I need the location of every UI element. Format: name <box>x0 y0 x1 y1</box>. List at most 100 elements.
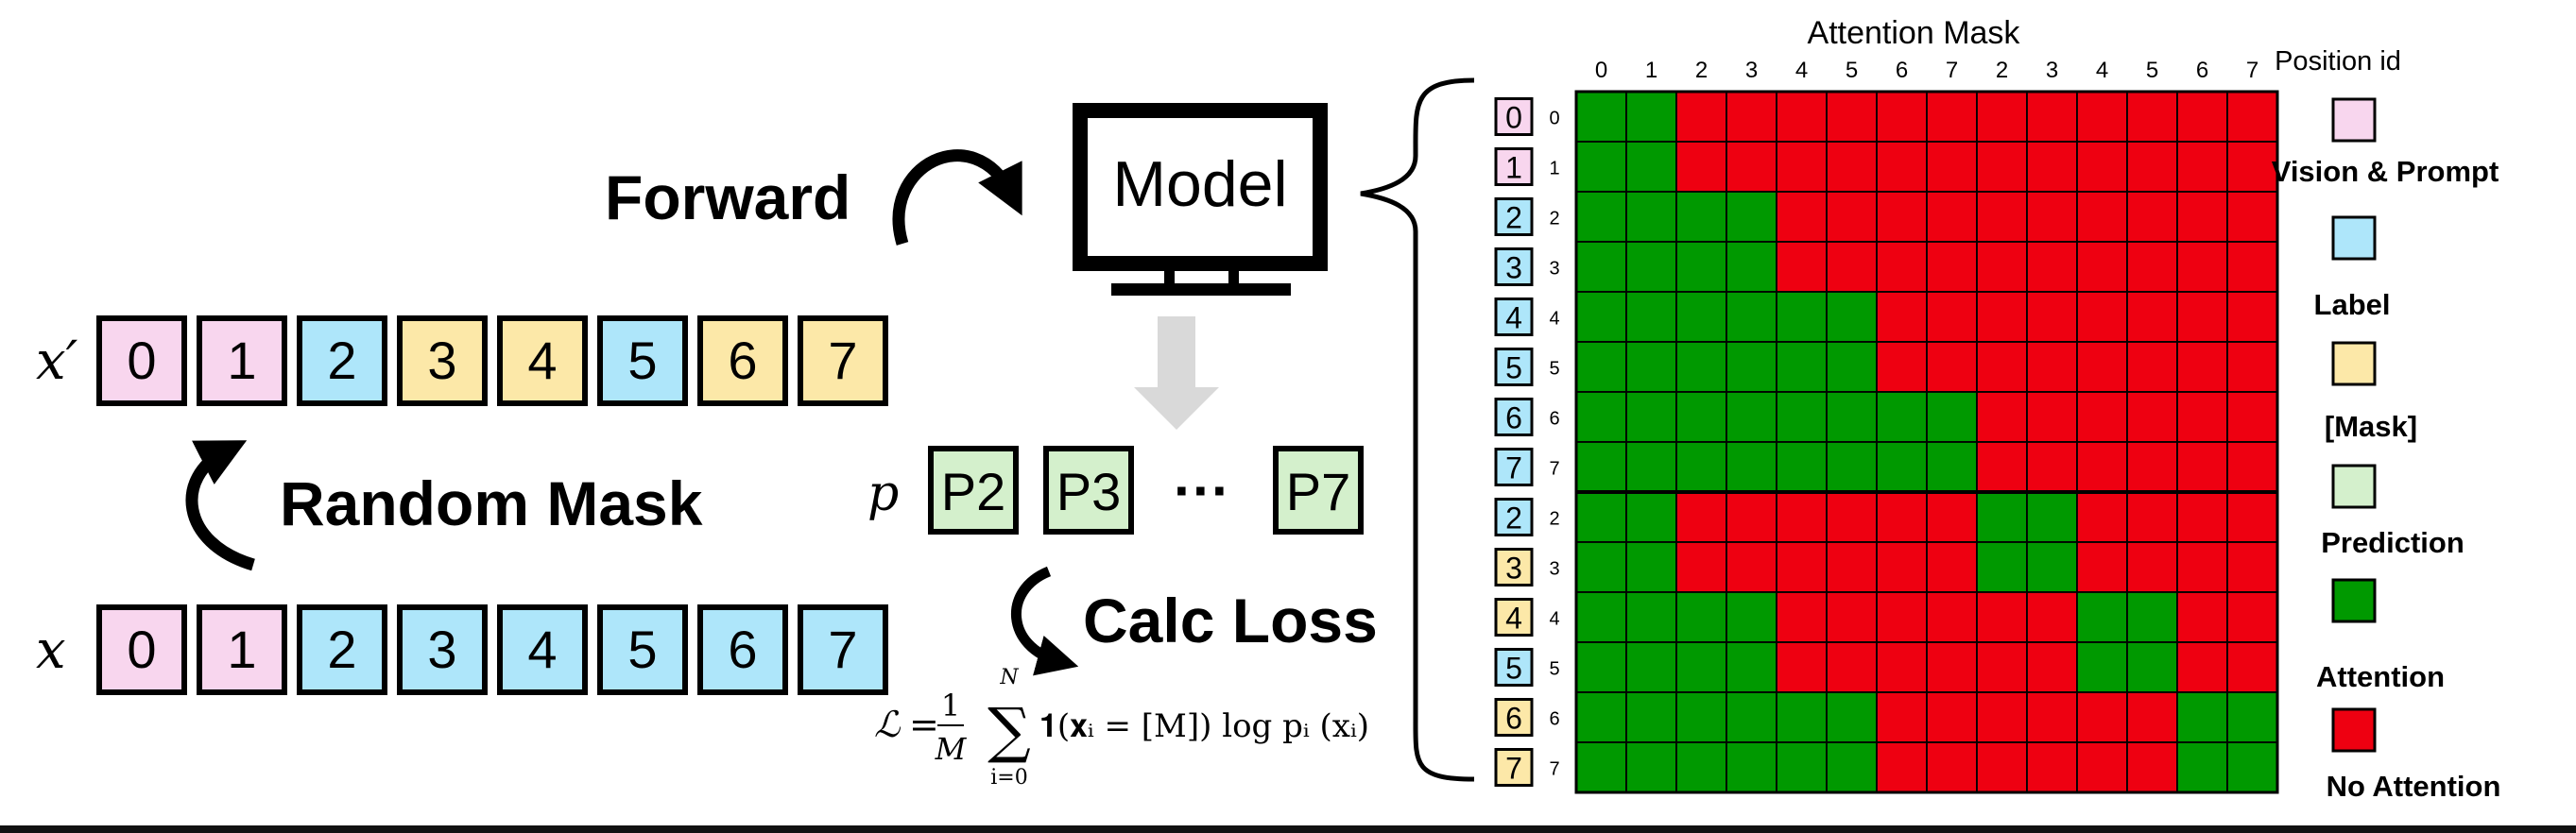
mask-cell-attention <box>1575 91 1627 143</box>
random-mask-label: Random Mask <box>280 468 703 538</box>
mask-cell-no-attention <box>2076 191 2128 243</box>
mask-cell-no-attention <box>2126 241 2178 293</box>
mask-cell-no-attention <box>2026 391 2078 443</box>
mask-cell-attention <box>1826 291 1878 343</box>
mask-cell-no-attention <box>2026 191 2078 243</box>
row-position-id: 6 <box>1505 401 1522 435</box>
mask-cell-attention <box>1675 691 1727 743</box>
mask-cell-attention <box>1625 741 1677 793</box>
mask-cell-no-attention <box>2026 241 2078 293</box>
legend-label: Label <box>2314 288 2391 321</box>
mask-cell-no-attention <box>1675 91 1727 143</box>
row-tick: 3 <box>1549 559 1559 580</box>
x_prime-token-label: 0 <box>127 331 156 390</box>
mask-cell-no-attention <box>1876 191 1928 243</box>
legend: Vision & PromptLabel[Mask]PredictionAtte… <box>2272 97 2501 803</box>
x-token-box <box>96 604 187 695</box>
mask-cell-no-attention <box>2176 641 2228 693</box>
row-position-box <box>1494 348 1534 386</box>
mask-cell-no-attention <box>1776 141 1828 193</box>
x_prime-token-box <box>497 315 588 406</box>
mask-cell-no-attention <box>2076 241 2128 293</box>
loss-symbol: ℒ <box>874 704 902 745</box>
mask-cell-attention <box>1776 691 1828 743</box>
mask-cell-attention <box>1625 191 1677 243</box>
mask-cell-attention <box>1675 441 1727 493</box>
mask-cell-attention <box>1575 491 1627 543</box>
mask-cell-no-attention <box>1976 241 2028 293</box>
mask-cell-no-attention <box>2176 141 2228 193</box>
legend-swatch <box>2331 341 2377 386</box>
legend-label: No Attention <box>2327 770 2501 803</box>
p-ellipsis: ··· <box>1174 459 1230 522</box>
x-token-label: 6 <box>728 620 757 679</box>
mask-cell-no-attention <box>2126 141 2178 193</box>
loss-body: 𝟏(𝐱ᵢ = [M]) log pᵢ (xᵢ) <box>1039 707 1369 745</box>
mask-cell-no-attention <box>1876 641 1928 693</box>
mask-cell-no-attention <box>2176 341 2228 393</box>
mask-cell-attention <box>1726 591 1777 643</box>
row-tick: 0 <box>1549 109 1559 129</box>
mask-cell-no-attention <box>2176 591 2228 643</box>
mask-cell-no-attention <box>1976 741 2028 793</box>
row-tick: 5 <box>1549 659 1559 680</box>
mask-cell-attention <box>1575 641 1627 693</box>
mask-cell-no-attention <box>1926 291 1978 343</box>
mask-cell-attention <box>1776 441 1828 493</box>
mask-cell-no-attention <box>2126 741 2178 793</box>
mask-cell-attention <box>1776 291 1828 343</box>
mask-cell-no-attention <box>2176 191 2228 243</box>
x_prime-token-box <box>397 315 488 406</box>
mask-cell-no-attention <box>1675 491 1727 543</box>
mask-cell-no-attention <box>1876 741 1928 793</box>
mask-cell-no-attention <box>2076 741 2128 793</box>
mask-cell-attention <box>2226 741 2278 793</box>
row-position-box <box>1494 448 1534 486</box>
mask-cell-no-attention <box>2076 541 2128 593</box>
mask-cell-no-attention <box>1876 241 1928 293</box>
row-position-id: 5 <box>1505 652 1522 686</box>
curly-brace-icon <box>1360 77 1475 782</box>
mask-cell-attention <box>1726 341 1777 393</box>
mask-cell-no-attention <box>2076 391 2128 443</box>
mask-cell-no-attention <box>1876 341 1928 393</box>
mask-cell-no-attention <box>2176 241 2228 293</box>
mask-cell-attention <box>2126 641 2178 693</box>
mask-cell-attention <box>1575 341 1627 393</box>
mask-cell-no-attention <box>1976 641 2028 693</box>
mask-cell-no-attention <box>2126 541 2178 593</box>
mask-cell-no-attention <box>2076 291 2128 343</box>
column-tick: 5 <box>2146 58 2158 83</box>
mask-cell-attention <box>1575 741 1627 793</box>
mask-cell-no-attention <box>1776 91 1828 143</box>
column-tick: 5 <box>1846 58 1858 83</box>
mask-cell-no-attention <box>2076 341 2128 393</box>
mask-cell-attention <box>1726 191 1777 243</box>
mask-cell-attention <box>1575 291 1627 343</box>
bottom-border <box>0 825 2576 833</box>
row-tick: 7 <box>1549 459 1559 480</box>
mask-cell-no-attention <box>2226 191 2278 243</box>
mask-cell-attention <box>1675 241 1727 293</box>
column-tick: 0 <box>1595 58 1607 83</box>
mask-cell-no-attention <box>1976 341 2028 393</box>
mask-cell-no-attention <box>1826 191 1878 243</box>
mask-cell-no-attention <box>1776 641 1828 693</box>
loss-sum-upper: N <box>999 666 1019 689</box>
mask-cell-attention <box>1575 691 1627 743</box>
row-position-id: 2 <box>1505 502 1522 536</box>
mask-cell-no-attention <box>1976 191 2028 243</box>
mask-cell-no-attention <box>1976 691 2028 743</box>
model-monitor-icon <box>1073 103 1328 296</box>
mask-cell-no-attention <box>1876 141 1928 193</box>
mask-cell-attention <box>1826 441 1878 493</box>
mask-cell-attention <box>1575 191 1627 243</box>
mask-cell-attention <box>1776 341 1828 393</box>
row-position-box <box>1494 197 1534 236</box>
x_prime-token-box <box>697 315 788 406</box>
row-position-box <box>1494 147 1534 186</box>
mask-cell-attention <box>1625 591 1677 643</box>
row-position-box <box>1494 498 1534 536</box>
